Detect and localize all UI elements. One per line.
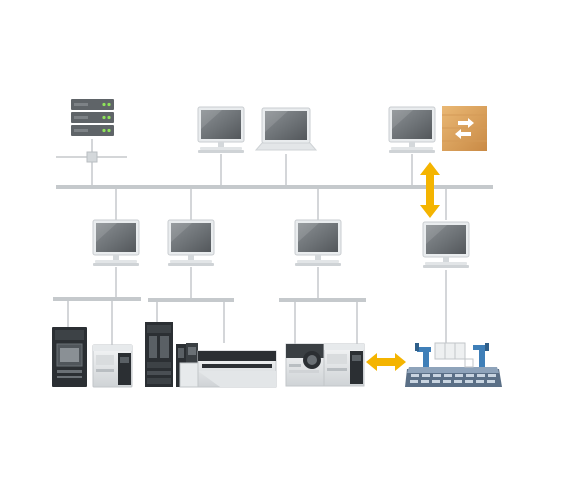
computer-monitor-icon bbox=[294, 219, 342, 267]
computer-monitor-icon bbox=[167, 219, 215, 267]
server-rack-icon bbox=[71, 99, 114, 136]
lab-instrument-icon bbox=[323, 343, 365, 387]
network-hub-icon bbox=[86, 151, 98, 163]
computer-monitor-icon bbox=[388, 106, 436, 154]
computer-monitor-icon bbox=[197, 106, 245, 154]
bidirectional-arrow-icon bbox=[420, 162, 440, 218]
laptop-icon bbox=[255, 107, 317, 151]
network-lines bbox=[53, 139, 493, 345]
lab-automation-system-icon bbox=[405, 342, 502, 387]
lab-instrument-icon bbox=[92, 344, 133, 388]
lab-instrument-icon bbox=[285, 343, 325, 387]
lab-instrument-icon bbox=[179, 343, 277, 388]
data-exchange-icon bbox=[442, 106, 487, 151]
computer-monitor-icon bbox=[422, 221, 470, 269]
lab-instrument-icon bbox=[52, 327, 87, 387]
bidirectional-arrow-icon bbox=[366, 353, 406, 371]
computer-monitor-icon bbox=[92, 219, 140, 267]
lab-instrument-icon bbox=[145, 322, 173, 387]
